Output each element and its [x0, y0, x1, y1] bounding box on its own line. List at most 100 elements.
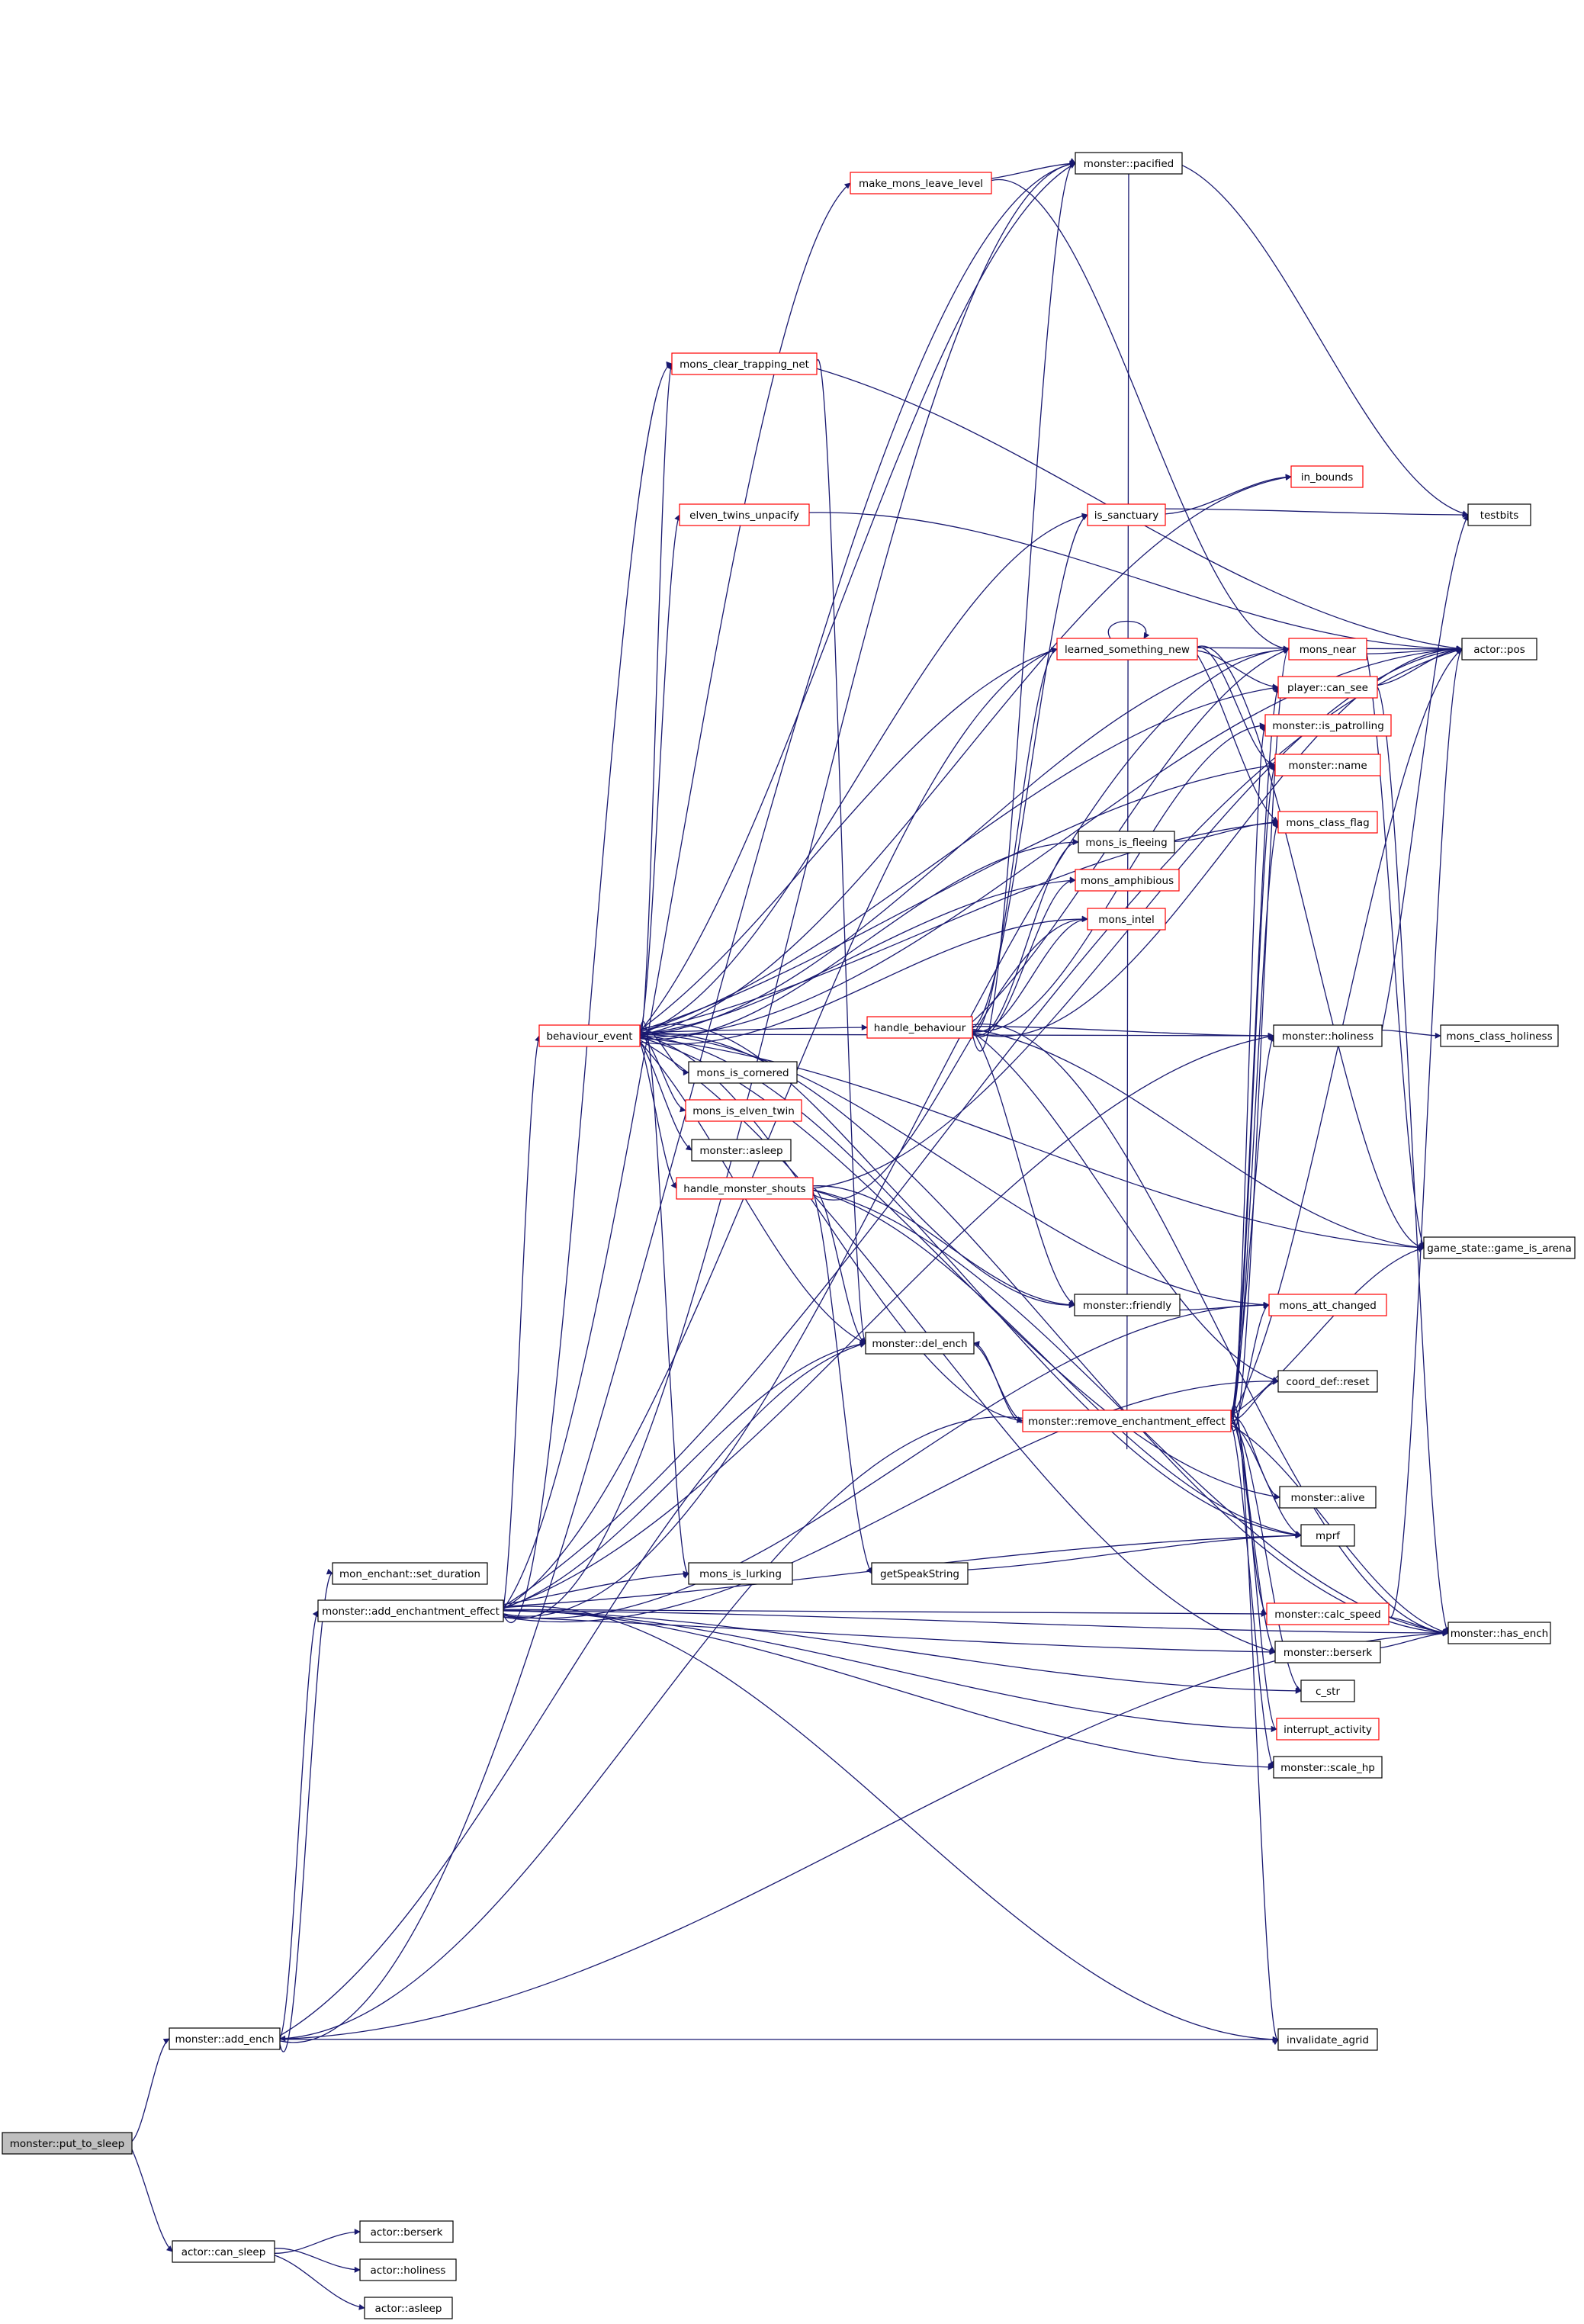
node-label: monster::is_patrolling [1272, 720, 1384, 732]
node-mons-is-lurking[interactable]: mons_is_lurking [688, 1562, 793, 1585]
node-m-alive[interactable]: monster::alive [1279, 1486, 1377, 1509]
node-can-see[interactable]: player::can_see [1277, 676, 1378, 699]
node-label: mons_amphibious [1081, 875, 1174, 887]
node-is-cornered[interactable]: mons_is_cornered [688, 1061, 798, 1084]
node-label: game_state::game_is_arena [1427, 1242, 1572, 1255]
node-learned[interactable]: learned_something_new [1056, 638, 1198, 661]
node-box [1279, 1486, 1377, 1509]
node-box [1022, 1410, 1232, 1432]
node-getSpeakString[interactable]: getSpeakString [871, 1562, 969, 1585]
node-testbits[interactable]: testbits [1467, 503, 1531, 526]
node-class-holiness[interactable]: mons_class_holiness [1440, 1024, 1559, 1047]
node-box [1288, 638, 1367, 661]
edge-add_ench_effect-to-m_holiness [503, 1033, 1274, 1609]
node-coord-reset[interactable]: coord_def::reset [1277, 1370, 1378, 1393]
node-label: actor::can_sleep [182, 2246, 266, 2258]
node-intel[interactable]: mons_intel [1087, 908, 1166, 931]
node-m-berserk[interactable]: monster::berserk [1274, 1641, 1381, 1663]
node-label: mons_is_lurking [699, 1568, 782, 1580]
edge-add_ench-to-del_ench [279, 1342, 866, 2036]
edge-behaviour_event-to-remove_effect [639, 1035, 1023, 1423]
node-actor-asleep[interactable]: actor::asleep [364, 2297, 453, 2319]
node-box [364, 2297, 453, 2319]
node-is-arena[interactable]: game_state::game_is_arena [1423, 1236, 1576, 1259]
node-remove-effect[interactable]: monster::remove_enchantment_effect [1022, 1410, 1232, 1432]
node-make-leave[interactable]: make_mons_leave_level [850, 172, 992, 194]
node-m-name[interactable]: monster::name [1274, 754, 1381, 776]
node-att-changed[interactable]: mons_att_changed [1268, 1294, 1387, 1316]
edge-elven_unpacify-to-actor_pos [808, 512, 1463, 652]
node-amphibious[interactable]: mons_amphibious [1075, 869, 1180, 892]
node-label: mons_is_cornered [696, 1067, 789, 1079]
node-label: monster::add_ench [175, 2033, 274, 2046]
node-box [1264, 714, 1392, 737]
edge-behaviour_event-to-clear_net [639, 363, 673, 1038]
edge-add_ench-to-set_duration [279, 1568, 333, 2052]
node-in-bounds[interactable]: in_bounds [1290, 465, 1364, 488]
edge-behaviour_event-to-handle_shouts [639, 1041, 677, 1189]
node-box [1268, 1294, 1387, 1316]
node-box [688, 1061, 798, 1084]
node-calc-speed[interactable]: monster::calc_speed [1266, 1602, 1390, 1625]
node-elven-unpacify[interactable]: elven_twins_unpacify [679, 503, 810, 526]
edge-put_to_sleep-to-add_ench [131, 2038, 170, 2142]
node-m-holiness[interactable]: monster::holiness [1273, 1024, 1383, 1047]
edge-behaviour_event-to-can_see [639, 685, 1279, 1033]
node-is-patrolling[interactable]: monster::is_patrolling [1264, 714, 1392, 737]
node-box [871, 1562, 969, 1585]
node-label: monster::pacified [1084, 158, 1174, 170]
node-mprf[interactable]: mprf [1300, 1524, 1355, 1547]
node-label: mons_near [1300, 644, 1357, 656]
node-scale-hp[interactable]: monster::scale_hp [1273, 1756, 1383, 1779]
node-invalidate[interactable]: invalidate_agrid [1277, 2028, 1378, 2051]
edge-handle_behaviour-to-m_holiness [972, 1026, 1274, 1039]
edge-remove_effect-to-invalidate [1230, 1404, 1279, 2046]
edge-remove_effect-to-m_name [1230, 764, 1276, 1422]
node-c-str[interactable]: c_str [1300, 1680, 1355, 1702]
node-interrupt[interactable]: interrupt_activity [1276, 1718, 1380, 1741]
node-has-ench[interactable]: monster::has_ench [1447, 1622, 1551, 1644]
node-set-duration[interactable]: mon_enchant::set_duration [332, 1562, 488, 1585]
edge-behaviour_event-to-att_changed [639, 1033, 1270, 1308]
edge-add_ench_effect-to-mons_is_lurking [503, 1570, 689, 1606]
edge-make_leave-to-pacified [991, 160, 1076, 179]
node-box [359, 2258, 457, 2281]
node-actor-holiness[interactable]: actor::holiness [359, 2258, 457, 2281]
node-actor-berserk[interactable]: actor::berserk [359, 2220, 454, 2243]
node-mons-near[interactable]: mons_near [1288, 638, 1367, 661]
edge-remove_effect-to-is_arena [1230, 1246, 1425, 1416]
node-handle-shouts[interactable]: handle_monster_shouts [676, 1177, 814, 1200]
node-class-flag[interactable]: mons_class_flag [1277, 811, 1378, 834]
edge-behaviour_event-to-amphibious [639, 877, 1076, 1035]
node-add-ench[interactable]: monster::add_ench [169, 2027, 281, 2050]
edge-behaviour_event-to-actor_pos [639, 646, 1463, 1038]
edge-learned-to-is_arena [1197, 645, 1425, 1250]
node-friendly[interactable]: monster::friendly [1074, 1294, 1181, 1316]
node-label: mons_is_fleeing [1085, 837, 1167, 849]
edge-learned-to-can_see [1197, 650, 1279, 690]
edge-behaviour_event-to-m_name [639, 763, 1276, 1031]
node-pacified[interactable]: monster::pacified [1075, 152, 1183, 175]
node-box [1300, 1524, 1355, 1547]
edge-add_ench-to-pacified [279, 161, 1076, 2043]
node-m-asleep[interactable]: monster::asleep [691, 1139, 792, 1162]
edge-remove_effect-to-interrupt [1230, 1413, 1277, 1732]
node-can-sleep[interactable]: actor::can_sleep [172, 2240, 275, 2263]
edge-calc_speed-to-has_ench [1388, 1616, 1449, 1636]
node-is-sanctuary[interactable]: is_sanctuary [1087, 503, 1166, 526]
node-box [1266, 1602, 1390, 1625]
node-is-fleeing[interactable]: mons_is_fleeing [1078, 831, 1175, 853]
node-behaviour-event[interactable]: behaviour_event [538, 1024, 641, 1047]
node-handle-behaviour[interactable]: handle_behaviour [866, 1016, 973, 1039]
node-is-elven-twin[interactable]: mons_is_elven_twin [685, 1099, 802, 1122]
edge-getSpeakString-to-mprf [967, 1532, 1302, 1570]
edge-can_sleep-to-actor_asleep [274, 2255, 365, 2310]
node-actor-pos[interactable]: actor::pos [1461, 638, 1537, 661]
node-box [1075, 152, 1183, 175]
node-box [1274, 1641, 1381, 1663]
node-del-ench[interactable]: monster::del_ench [865, 1332, 975, 1355]
node-clear-net[interactable]: mons_clear_trapping_net [671, 352, 818, 375]
edge-learned-to-m_name [1197, 646, 1276, 768]
node-put-to-sleep[interactable]: monster::put_to_sleep [2, 2132, 133, 2155]
node-add-ench-effect[interactable]: monster::add_enchantment_effect [317, 1599, 504, 1622]
